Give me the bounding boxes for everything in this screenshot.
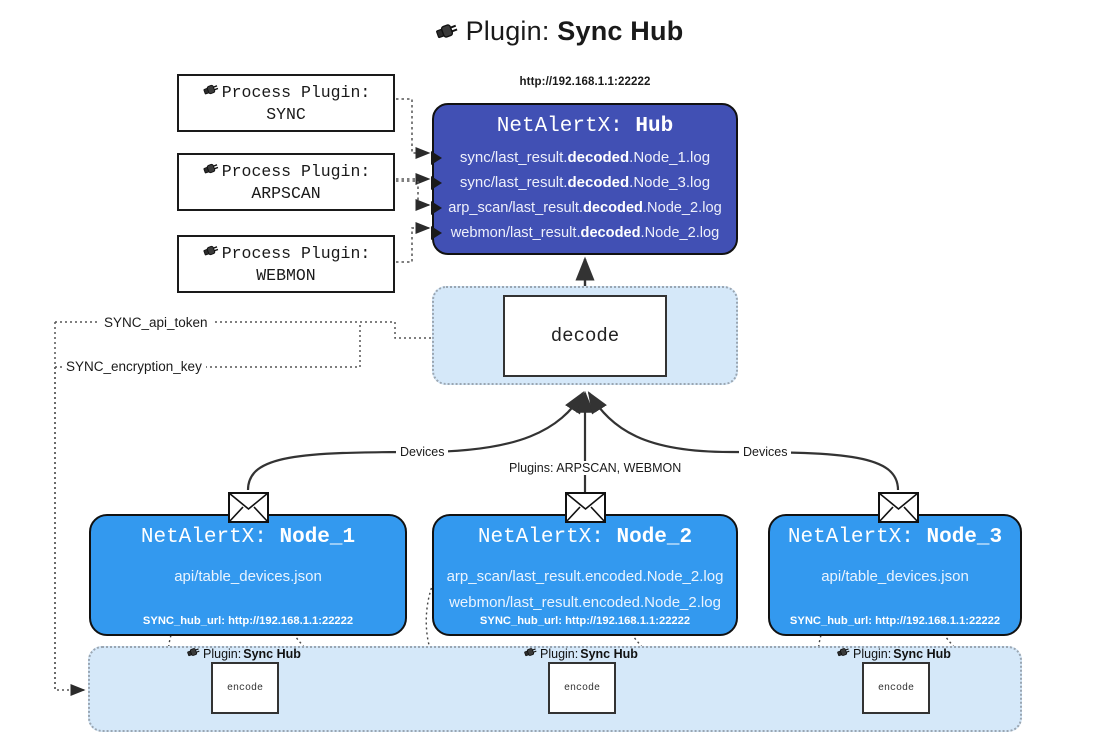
- hub-log-mid: decoded: [580, 224, 641, 241]
- encode-box[interactable]: encode: [211, 662, 279, 714]
- node-title-value: Node_2: [616, 526, 693, 549]
- arrow-icon: [431, 200, 442, 215]
- node-line: webmon/last_result.encoded.Node_2.log: [449, 594, 721, 611]
- process-plugin-label: Process Plugin:: [221, 82, 371, 102]
- node-box-node-2[interactable]: NetAlertX: Node_2 arp_scan/last_result.e…: [432, 514, 738, 636]
- plug-icon: [836, 645, 851, 662]
- hub-log-row: sync/last_result.decoded.Node_3.log: [431, 170, 736, 195]
- decode-box[interactable]: decode: [503, 295, 667, 377]
- page-title-label: Plugin:: [465, 16, 550, 46]
- arrow-icon: [431, 150, 442, 165]
- edge-label-devices-left: Devices: [396, 445, 449, 459]
- hub-log-mid: decoded: [567, 174, 630, 191]
- node-hub-url: SYNC_hub_url: http://192.168.1.1:22222: [789, 615, 1001, 627]
- node-line-list: api/table_devices.json: [91, 564, 405, 590]
- envelope-icon: [228, 492, 269, 523]
- plugin-tag-label: Plugin:: [540, 646, 579, 661]
- envelope-icon: [565, 492, 606, 523]
- node-line: api/table_devices.json: [174, 568, 322, 585]
- node-title-value: Node_3: [926, 526, 1003, 549]
- node-title-value: Node_1: [279, 526, 356, 549]
- process-plugin-name: ARPSCAN: [251, 184, 321, 203]
- hub-log-mid: decoded: [582, 199, 643, 216]
- process-plugin-name: SYNC: [266, 105, 306, 124]
- edge-label-devices-right: Devices: [739, 445, 792, 459]
- plug-icon: [523, 645, 538, 662]
- plugin-tag-value: Sync Hub: [893, 646, 951, 661]
- arrow-icon: [431, 175, 442, 190]
- encode-box[interactable]: encode: [862, 662, 930, 714]
- sync-api-token-label: SYNC_api_token: [100, 315, 212, 330]
- process-plugin-box[interactable]: Process Plugin: WEBMON: [177, 235, 395, 293]
- node-hub-url: SYNC_hub_url: http://192.168.1.1:22222: [142, 615, 354, 627]
- process-plugin-box[interactable]: Process Plugin: ARPSCAN: [177, 153, 395, 211]
- hub-log-pre: arp_scan/last_result.: [448, 199, 583, 216]
- hub-log-mid: decoded: [567, 149, 630, 166]
- process-plugin-label: Process Plugin:: [221, 243, 371, 263]
- node-title: NetAlertX: Node_3: [770, 526, 1020, 549]
- edge-label-plugins: Plugins: ARPSCAN, WEBMON: [505, 461, 686, 475]
- page-title: Plugin: Sync Hub: [0, 16, 1117, 50]
- hub-log-pre: sync/last_result.: [459, 174, 568, 191]
- plug-icon: [202, 81, 220, 104]
- plug-icon: [202, 160, 220, 183]
- hub-log-pre: webmon/last_result.: [450, 224, 581, 241]
- node-title-label: NetAlertX:: [140, 526, 267, 549]
- encode-box[interactable]: encode: [548, 662, 616, 714]
- hub-log-post: .Node_1.log: [629, 149, 711, 166]
- hub-title-value: Hub: [635, 115, 674, 138]
- hub-log-row: webmon/last_result.decoded.Node_2.log: [431, 220, 736, 245]
- hub-log-post: .Node_3.log: [629, 174, 711, 191]
- node-line: api/table_devices.json: [821, 568, 969, 585]
- node-title-label: NetAlertX:: [477, 526, 604, 549]
- node-line-list: arp_scan/last_result.encoded.Node_2.log …: [434, 564, 736, 616]
- arrow-icon: [431, 225, 442, 240]
- hub-log-pre: sync/last_result.: [459, 149, 568, 166]
- node-title: NetAlertX: Node_1: [91, 526, 405, 549]
- hub-title-label: NetAlertX:: [496, 115, 623, 138]
- plugin-tag-value: Sync Hub: [580, 646, 638, 661]
- process-plugin-box[interactable]: Process Plugin: SYNC: [177, 74, 395, 132]
- plug-icon: [186, 645, 201, 662]
- hub-log-post: .Node_2.log: [640, 224, 720, 241]
- node-title-label: NetAlertX:: [787, 526, 914, 549]
- plugin-tag: Plugin: Sync Hub: [186, 645, 301, 662]
- hub-log-row: arp_scan/last_result.decoded.Node_2.log: [431, 195, 736, 220]
- hub-log-post: .Node_2.log: [642, 199, 722, 216]
- plugin-tag: Plugin: Sync Hub: [523, 645, 638, 662]
- node-box-node-1[interactable]: NetAlertX: Node_1 api/table_devices.json…: [89, 514, 407, 636]
- hub-url: http://192.168.1.1:22222: [519, 76, 651, 88]
- hub-log-row: sync/last_result.decoded.Node_1.log: [431, 145, 736, 170]
- hub-box[interactable]: NetAlertX: Hub sync/last_result.decoded.…: [431, 103, 738, 255]
- page-title-value: Sync Hub: [557, 16, 684, 46]
- plugin-tag-value: Sync Hub: [243, 646, 301, 661]
- node-box-node-3[interactable]: NetAlertX: Node_3 api/table_devices.json…: [768, 514, 1022, 636]
- hub-title: NetAlertX: Hub: [434, 115, 736, 138]
- node-title: NetAlertX: Node_2: [434, 526, 736, 549]
- sync-encryption-key-label: SYNC_encryption_key: [62, 359, 206, 374]
- plugin-tag-label: Plugin:: [203, 646, 242, 661]
- process-plugin-name: WEBMON: [256, 266, 316, 285]
- plugin-tag-label: Plugin:: [853, 646, 892, 661]
- plug-icon: [202, 242, 220, 265]
- process-plugin-label: Process Plugin:: [221, 161, 371, 181]
- hub-log-list: sync/last_result.decoded.Node_1.log sync…: [431, 145, 736, 245]
- node-hub-url: SYNC_hub_url: http://192.168.1.1:22222: [479, 615, 691, 627]
- plugin-tag: Plugin: Sync Hub: [836, 645, 951, 662]
- node-line: arp_scan/last_result.encoded.Node_2.log: [446, 568, 724, 585]
- node-line-list: api/table_devices.json: [770, 564, 1020, 590]
- plug-icon: [434, 19, 460, 50]
- envelope-icon: [878, 492, 919, 523]
